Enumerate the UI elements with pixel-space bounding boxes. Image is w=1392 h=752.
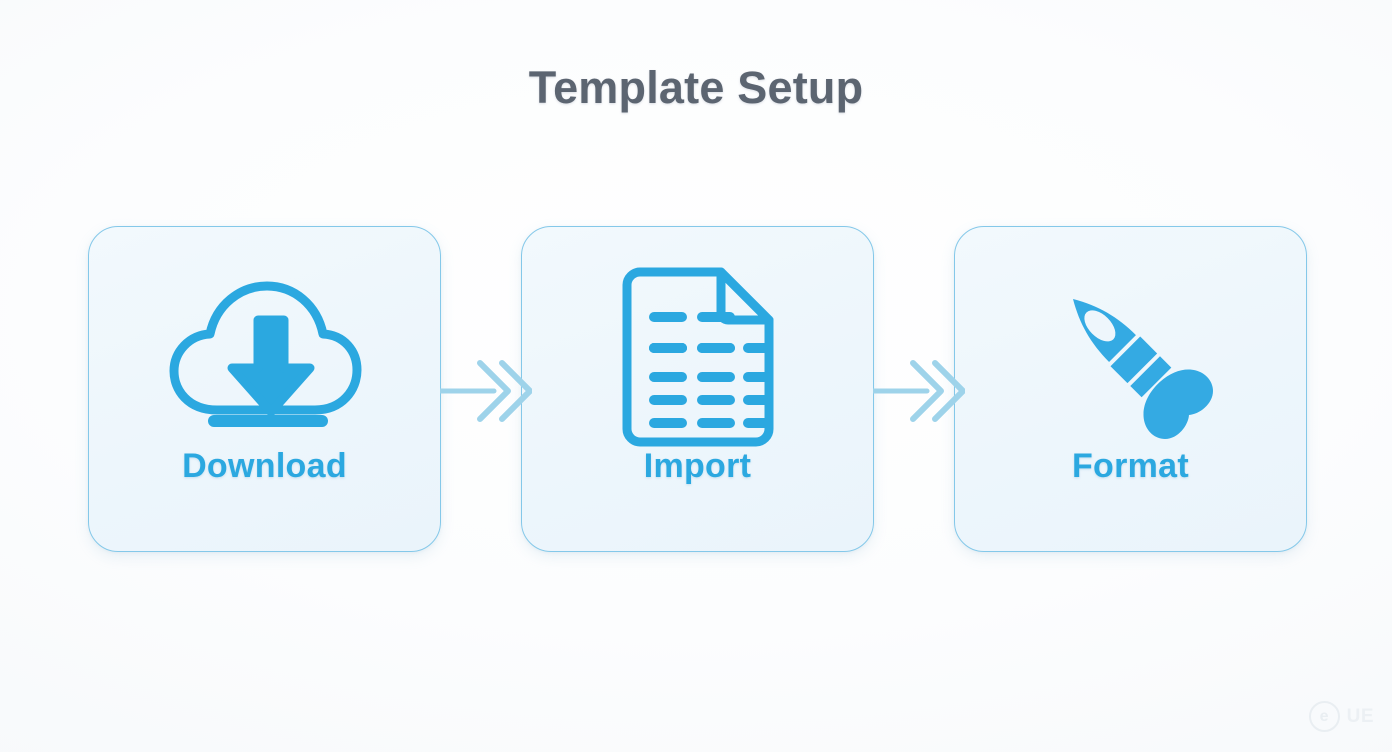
connector-1 [437, 355, 533, 427]
document-lines-icon [613, 267, 783, 447]
paintbrush-icon [1036, 269, 1226, 445]
step-card-format[interactable]: Format [954, 226, 1307, 552]
page-title: Template Setup [528, 62, 864, 113]
cloud-download-icon [160, 269, 370, 445]
step-card-import[interactable]: Import [521, 226, 874, 552]
watermark: e UE [1308, 701, 1374, 732]
watermark-text: UE [1346, 705, 1374, 727]
watermark-logo-icon: e [1308, 701, 1340, 732]
step-label-format: Format [1071, 447, 1190, 485]
process-flow: Download [88, 226, 1307, 556]
step-card-download[interactable]: Download [88, 226, 441, 552]
connector-2 [870, 355, 966, 427]
step-label-import: Import [643, 447, 752, 485]
double-chevron-right-icon [437, 360, 533, 422]
double-chevron-right-icon [870, 360, 966, 422]
step-label-download: Download [182, 447, 347, 485]
